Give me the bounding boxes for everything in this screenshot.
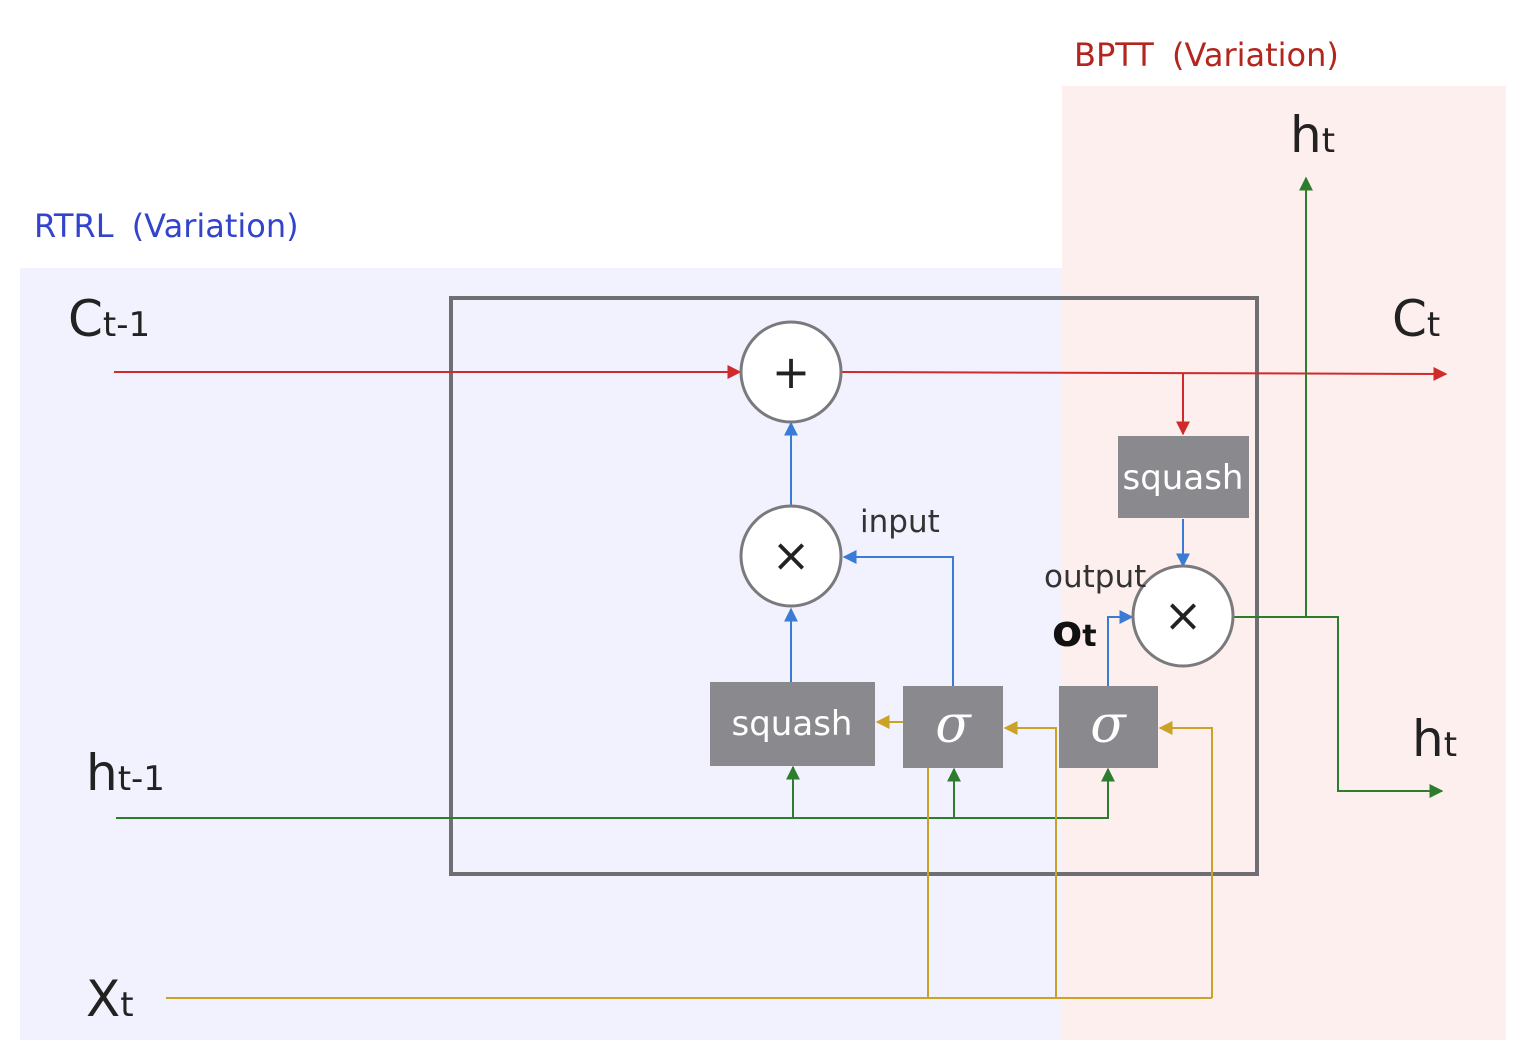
output-sigma-label: σ [1090,695,1127,755]
x-to-input-sigma-line [1003,721,1057,998]
input-product-symbol: × [772,528,811,582]
input-sigma-label: σ [935,695,972,755]
hidden-out-top-label: ht [1290,106,1335,164]
output-gate-label: output [1044,559,1146,595]
lstm-cell-box [449,296,1259,876]
bptt-region [1062,86,1506,1040]
output-product-symbol: × [1164,588,1203,642]
rtrl-region-title: RTRL (Variation) [34,207,299,245]
x-to-output-sigma-line [1158,721,1213,998]
input-squash-label: squash [732,704,853,744]
rtrl-region [20,268,1065,1040]
hidden-out-right-label: ht [1412,710,1457,768]
output-gate-line [1107,610,1134,686]
cell-prev-label: Ct-1 [68,290,150,348]
input-squash-box [710,682,875,766]
output-squash-box [1118,436,1249,518]
input-gate-line [842,550,954,686]
output-sigma-box [1059,686,1158,768]
hidden-prev-line [116,767,1115,819]
input-x-label: Xt [86,970,134,1028]
output-product-node [1131,564,1235,668]
input-sigma-box [903,686,1003,768]
output-gate-variable: ot [1052,606,1097,657]
plus-symbol: + [772,345,811,399]
input-gate-label: input [860,504,940,540]
cell-state-out-line [841,366,1448,381]
hidden-out-right-line [1306,616,1444,798]
cell-out-label: Ct [1392,290,1440,348]
input-product-node [739,504,843,608]
bptt-region-title: BPTT (Variation) [1074,36,1339,74]
output-squash-label: squash [1123,458,1244,498]
plus-node [739,320,843,424]
hidden-prev-label: ht-1 [86,744,165,802]
